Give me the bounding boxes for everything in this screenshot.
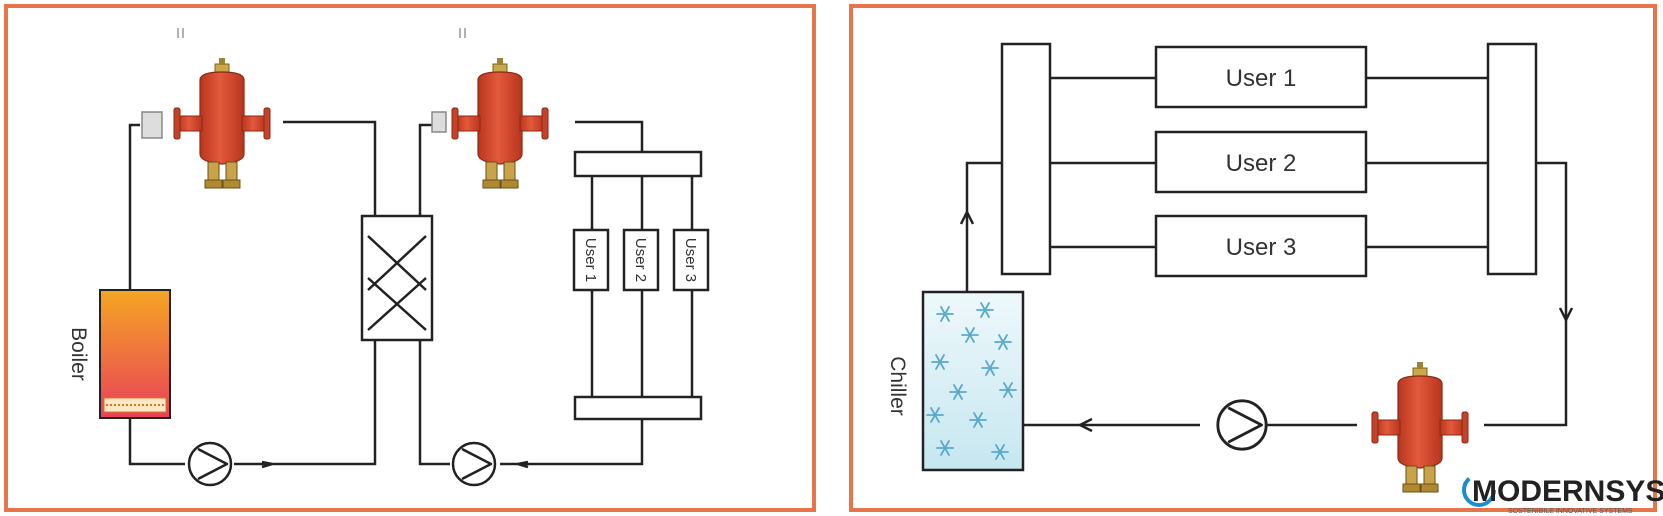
flow-arrow-left-3 — [1077, 417, 1093, 433]
user-box-1 — [572, 228, 610, 292]
hx-primary-supply-pipe — [283, 120, 377, 216]
user-label-1: User 1 — [1226, 65, 1297, 92]
heating-panel: User 1 User 2 User 3 Boiler — [4, 4, 816, 512]
boiler — [99, 289, 171, 419]
modernsys-logo: MODERNSYS SOSTENIBILE INNOVATIVE SYSTEMS — [1462, 473, 1663, 515]
logo-text: MODERNSYS — [1472, 475, 1663, 508]
panel-border — [4, 4, 816, 512]
boiler-return-pipe — [128, 418, 185, 466]
hx-secondary-supply-pipe — [418, 123, 435, 216]
user-label-3: User 3 — [1226, 234, 1297, 261]
boiler-supply-pipe — [128, 123, 140, 290]
right-header — [1486, 42, 1538, 276]
return-header — [573, 395, 703, 421]
pump-1 — [187, 441, 233, 487]
flow-arrow-up — [959, 209, 975, 225]
return-pipe — [1484, 161, 1568, 427]
pump-3 — [1216, 399, 1268, 451]
user-label-3: User 3 — [682, 238, 699, 282]
air-vent-1 — [141, 28, 184, 139]
supply-header — [573, 150, 703, 178]
cooling-panel: User 1 User 2 User 3 Chiller M — [849, 4, 1663, 515]
pump-2 — [451, 441, 497, 487]
hx-primary-return-pipe — [234, 340, 377, 466]
air-vent-2 — [431, 28, 466, 133]
heat-exchanger — [360, 214, 434, 342]
user-label-1: User 1 — [582, 238, 599, 282]
separator-3 — [1371, 361, 1469, 493]
separator-2 — [451, 57, 549, 189]
users-return-pipe — [500, 418, 644, 466]
flow-arrow-left-2 — [517, 460, 529, 469]
user-box-3 — [1154, 214, 1368, 278]
user-label-2: User 2 — [1226, 150, 1297, 177]
logo-tagline: SOSTENIBILE INNOVATIVE SYSTEMS — [1508, 508, 1633, 515]
user-box-2 — [622, 228, 660, 292]
chiller — [921, 290, 1025, 472]
separator-1 — [173, 57, 271, 189]
chiller-label: Chiller — [886, 356, 909, 416]
flow-arrow-left-1 — [261, 460, 273, 469]
user-label-2: User 2 — [632, 238, 649, 282]
user-box-2 — [1154, 130, 1368, 194]
panel-border — [849, 4, 1657, 512]
flow-arrow-down — [1558, 307, 1574, 323]
left-header — [1000, 42, 1052, 276]
user-box-1 — [1154, 45, 1368, 109]
hx-secondary-return-pipe — [418, 340, 450, 466]
users-supply-pipe — [575, 120, 644, 152]
boiler-label: Boiler — [67, 327, 90, 381]
user-box-3 — [672, 228, 710, 292]
chiller-supply-pipe — [965, 161, 1002, 292]
